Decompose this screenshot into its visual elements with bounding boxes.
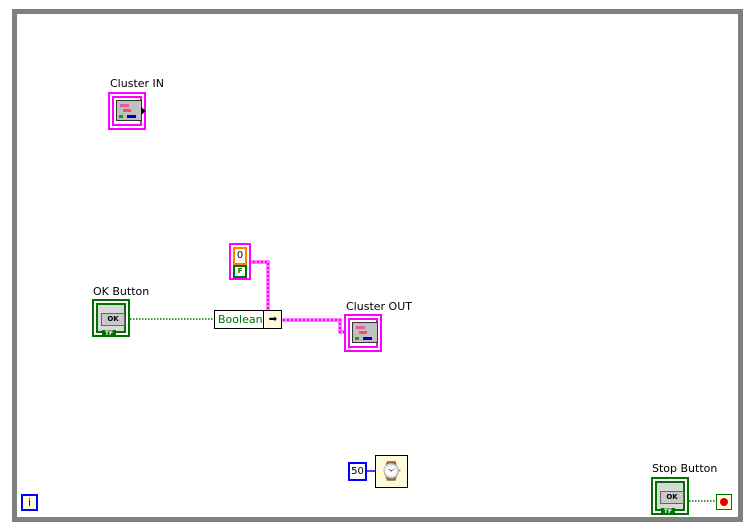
type-tag: TF — [102, 330, 116, 337]
numeric-constant[interactable]: 0 — [233, 247, 247, 265]
ok-button-glyph: OK — [101, 313, 125, 326]
type-tag: TF — [661, 508, 675, 515]
loop-condition-stop-icon[interactable] — [716, 494, 732, 510]
cluster-wire[interactable] — [251, 260, 346, 334]
cluster-out-label: Cluster OUT — [346, 300, 412, 313]
cluster-in-label: Cluster IN — [110, 77, 165, 90]
stop-button-label: Stop Button — [652, 462, 718, 475]
bundle-element-boolean[interactable]: Boolean — [215, 311, 264, 328]
cluster-constant[interactable]: 0 F — [229, 243, 251, 280]
stop-button-glyph: OK — [660, 491, 684, 504]
cluster-in-terminal[interactable] — [108, 92, 146, 130]
stop-button-terminal[interactable]: OK TF — [651, 477, 689, 515]
while-loop[interactable] — [12, 9, 743, 522]
cluster-out-terminal[interactable] — [344, 314, 382, 352]
wait-ms-watch-icon[interactable]: ⌚ — [375, 455, 408, 488]
bundle-by-name-node[interactable]: Boolean ➡ — [214, 310, 282, 329]
ok-button-label: OK Button — [93, 285, 150, 298]
bundle-arrow-icon: ➡ — [265, 311, 281, 328]
output-arrow-icon — [141, 107, 146, 115]
boolean-constant[interactable]: F — [233, 265, 247, 278]
ok-button-terminal[interactable]: OK TF — [92, 299, 130, 337]
wait-ms-constant[interactable]: 50 — [348, 462, 367, 481]
iteration-terminal-icon[interactable]: i — [21, 494, 38, 511]
